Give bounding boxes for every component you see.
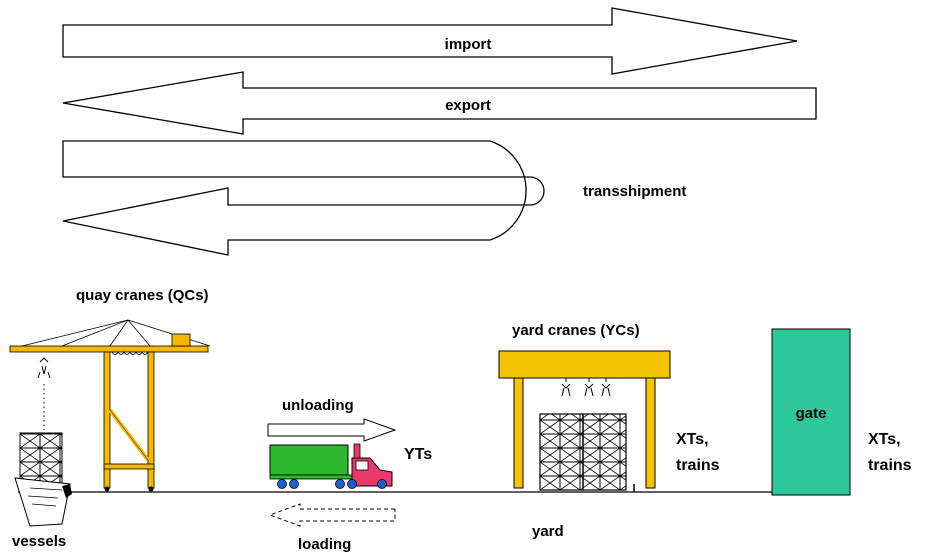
yard-cranes-label: yard cranes (YCs) — [512, 322, 640, 339]
transshipment-label: transshipment — [583, 183, 686, 200]
unloading-arrow — [267, 418, 397, 442]
xts-trains-yard-line1: XTs, — [676, 431, 709, 448]
gate-icon — [771, 328, 851, 496]
export-label: export — [445, 97, 491, 114]
vessel-icon — [14, 432, 72, 527]
export-arrow — [62, 71, 817, 135]
loading-arrow — [268, 503, 396, 527]
container-stack — [539, 413, 627, 491]
yts-label: YTs — [404, 446, 432, 463]
vessels-label: vessels — [12, 533, 66, 550]
yard-label: yard — [532, 523, 564, 540]
gate-label: gate — [796, 405, 827, 422]
xts-trains-gate-line2: trains — [868, 457, 912, 474]
quay-cranes-label: quay cranes (QCs) — [76, 287, 209, 304]
loading-label: loading — [298, 536, 351, 553]
import-label: import — [445, 36, 492, 53]
transshipment-arrow — [62, 140, 545, 256]
xts-trains-yard-line2: trains — [676, 457, 720, 474]
import-arrow — [62, 7, 798, 75]
unloading-label: unloading — [282, 397, 354, 414]
xts-trains-gate-line1: XTs, — [868, 431, 901, 448]
yard-crane-icon — [498, 350, 671, 489]
truck-icon — [269, 443, 393, 489]
quay-crane-icon — [9, 319, 211, 492]
